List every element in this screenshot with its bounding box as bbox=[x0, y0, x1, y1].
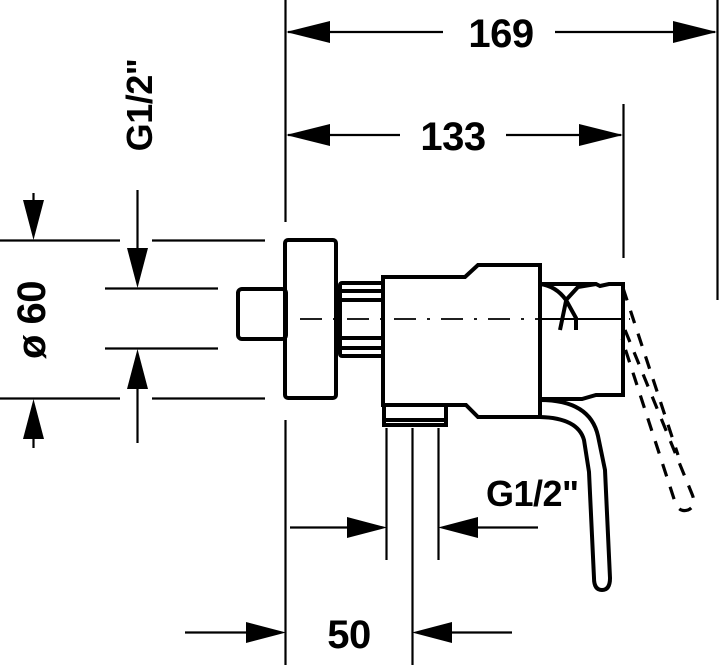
arrowhead-left-outlet-thread bbox=[347, 517, 387, 538]
arrowhead-right-169 bbox=[673, 21, 717, 43]
mixer-body bbox=[381, 263, 625, 419]
dimension-label-outlet-thread: G1/2" bbox=[486, 473, 579, 514]
dimension-169: 169 bbox=[284, 0, 719, 300]
arrowhead-bottom-inlet-thread bbox=[127, 349, 148, 389]
handle-cap-edge-inner bbox=[558, 300, 568, 331]
escutcheon-plate bbox=[283, 238, 338, 400]
dimension-label-169: 169 bbox=[468, 12, 533, 56]
dimension-50: 50 bbox=[185, 420, 512, 665]
wall-inlet-block bbox=[236, 287, 288, 341]
dimension-outlet-thread: G1/2" bbox=[290, 428, 579, 560]
handle-cap-chamfer bbox=[539, 282, 578, 330]
arrowhead-top-inlet-thread bbox=[127, 248, 148, 288]
dimension-label-50: 50 bbox=[327, 613, 371, 657]
lever-handle-raised-phantom bbox=[620, 329, 696, 513]
arrowhead-right-133 bbox=[579, 124, 623, 146]
dimension-diameter-60: ø 60 bbox=[0, 193, 265, 448]
arrowhead-top-d60 bbox=[23, 200, 44, 240]
outlet-spigot-body bbox=[382, 403, 448, 427]
dimension-inlet-thread: G1/2" bbox=[105, 59, 218, 443]
arrowhead-right-50 bbox=[412, 622, 452, 643]
dimension-label-diameter-60: ø 60 bbox=[10, 281, 54, 359]
dimension-133: 133 bbox=[286, 104, 625, 258]
dimension-label-inlet-thread: G1/2" bbox=[119, 59, 160, 152]
handle-cap-bevel bbox=[564, 282, 597, 302]
lever-handle bbox=[539, 398, 613, 593]
arrowhead-left-50 bbox=[246, 622, 286, 643]
arrowhead-left-133 bbox=[286, 124, 330, 146]
dimension-label-133: 133 bbox=[420, 115, 485, 159]
outlet-spigot bbox=[382, 403, 448, 427]
arrowhead-bottom-d60 bbox=[23, 399, 44, 439]
arrowhead-left-169 bbox=[286, 21, 330, 43]
arrowhead-right-outlet-thread bbox=[438, 517, 478, 538]
lever-handle-raised-upper-edge bbox=[621, 287, 680, 456]
